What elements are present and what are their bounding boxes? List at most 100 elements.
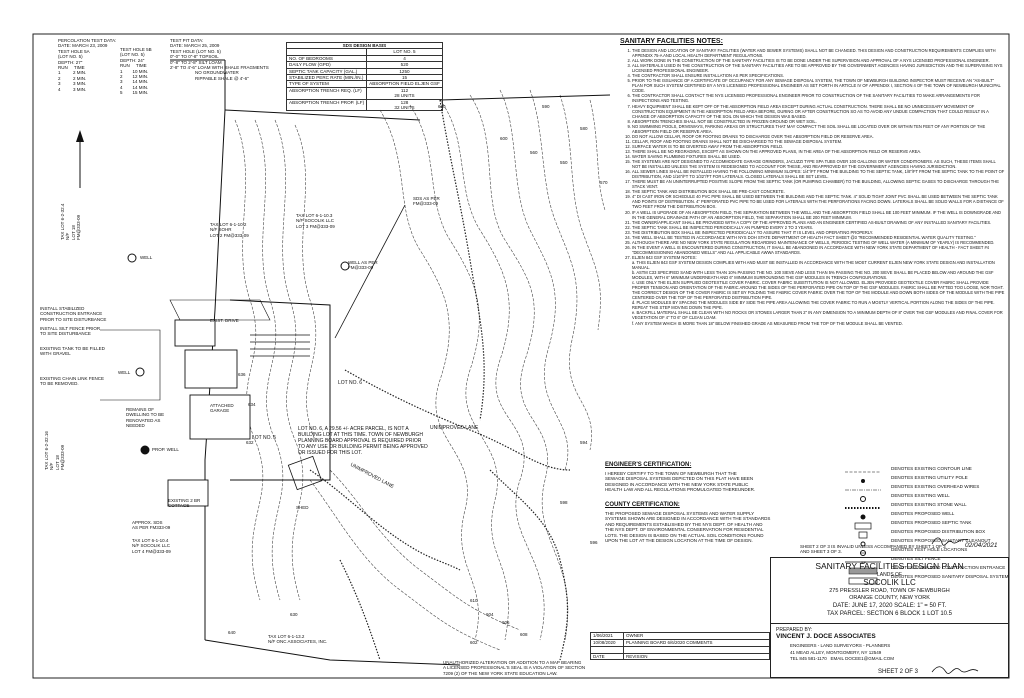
elevation-label: 610 — [470, 598, 478, 603]
sds-row-label: ABSORPTION TRENCH PROP. (LF) — [285, 98, 368, 112]
signature-image — [931, 537, 969, 546]
legend-label: DENOTES PROPOSED SANITARY DISPOSAL SYSTE… — [891, 574, 1009, 579]
elevation-label: 596 — [590, 540, 598, 545]
title-block — [770, 557, 1009, 678]
lot-no-5-label: LOT NO. 5 — [252, 435, 277, 441]
shed-label: SHED — [296, 505, 309, 510]
revision-date: 10/08/2020 — [590, 639, 624, 647]
elevation-label: 630 — [290, 612, 298, 617]
prepared-by: PREPARED BY: — [776, 627, 813, 633]
sheet-number: SHEET 2 OF 3 — [878, 669, 918, 675]
legend-label: DENOTES SILT FENCE — [891, 556, 941, 561]
tax-lot-2-label: TAX LOT 6-1-10.3 N/F SOCOLIK LLC LOT 3 F… — [296, 213, 335, 229]
revision-description: PLANNING BOARD 6/6/2020 COMMENTS — [623, 639, 770, 647]
revision-description: OWNER — [623, 632, 770, 640]
legend-label: DENOTES EXISTING OVERHEAD WIRES — [891, 484, 980, 489]
sds-row-label: NO. OF BEDROOMS — [285, 54, 368, 63]
sds-row-value: 1250 — [366, 67, 443, 76]
sds-row-label: STABILIZED PERC RATE (MIN./IN.) — [285, 73, 368, 82]
exist-drive-label: EXIST. DRIVE — [210, 318, 239, 323]
elevation-label: 570 — [600, 180, 608, 185]
note-item: ABSORPTION TRENCHES SHALL NOT BE CONSTRU… — [632, 119, 1005, 124]
note-item: IF A WELL IS UPGRADE OF AN ABSORPTION FI… — [632, 210, 1005, 220]
install-entrance-note: INSTALL STABILIZED CONSTRUCTION ENTRANCE… — [40, 306, 107, 322]
well-as-per-label: WELL AS PER FM@333-09 — [348, 260, 378, 271]
note-item: PRIOR TO THE ISSUANCE OF A CERTIFICATE O… — [632, 78, 1005, 93]
title-block-divider — [770, 623, 1009, 624]
unimproved-lane-label-1: UNIMPROVED LANE — [430, 425, 479, 431]
notes-list: THE DESIGN AND LOCATION OF SANITARY FACI… — [620, 48, 1005, 326]
sds-row-label: TYPE OF SYSTEM — [285, 80, 368, 88]
install-silt-note: INSTALL SILT FENCE PRIOR TO SITE DISTURB… — [40, 326, 101, 337]
perc-test-data-b: TEST HOLE 5B (LOT NO. 5) DEPTH: 24" RUN … — [120, 47, 152, 96]
sds-row-label: SEPTIC TANK CAPACITY (GAL.) — [285, 67, 368, 76]
sds-row-label: DAILY FLOW (GPD) — [285, 61, 368, 69]
note-item: THERE SHALL BE NO REGRADING, EXCEPT AS S… — [632, 149, 1005, 154]
note-item: THE DISTRIBUTION BOX SHALL BE INSPECTED … — [632, 230, 1005, 235]
note-item: THERE MUST BE AN UNINTERRUPTED POSITIVE … — [632, 179, 1005, 189]
well-label-1: WELL — [140, 255, 153, 260]
tax-lot-4-label: TAX LOT 6-1-13.2 N/F ONC ASSOCIATES, INC… — [268, 634, 328, 645]
plan-title: SANITARY FACILITIES DESIGN PLAN — [815, 561, 964, 571]
owner-name: SOCOLIK LLC — [863, 578, 916, 587]
remains-dwelling-label: REMAINS OF DWELLING TO BE RENOVATED AS N… — [126, 407, 165, 429]
tax-parcel: TAX PARCEL: SECTION 6 BLOCK 1 LOT 10.5 — [826, 611, 953, 617]
unauthorized-alteration-note: UNAUTHORIZED ALTERATION OR ADDITION TO A… — [443, 660, 586, 676]
elevation-label: 632 — [246, 440, 254, 445]
legend-label: DENOTES PROPOSED DISTRIBUTION BOX — [891, 529, 986, 534]
elevation-label: 598 — [560, 500, 568, 505]
note-item: THE DESIGN AND LOCATION OF SANITARY FACI… — [632, 48, 1005, 58]
legend-label: DENOTES PROPOSED WELL — [891, 511, 955, 516]
note-item: 4" DI CAST IRON OR SCHEDULE 40 PVC PIPE … — [632, 194, 1005, 209]
legend-label: DENOTES STABILIZED CONSTRUCTION ENTRANCE — [891, 565, 1006, 570]
test-pit-data: TEST PIT DATA: DATE: MARCH 25, 2009 TEST… — [170, 38, 269, 81]
note-item: HEAVY EQUIPMENT SHALL BE KEPT OFF OF THE… — [632, 104, 1005, 119]
elevation-label: 600 — [500, 136, 508, 141]
elevation-label: 606 — [502, 620, 510, 625]
note-item: ELJEN 843 GSF SYSTEM NOTES: a. THIS ELJE… — [632, 255, 1005, 326]
sds-table-row: ABSORPTION TRENCH REQ. (LF)112 28 UNITS — [285, 86, 443, 100]
firm-address: 41 MEAD ALLEY, MONTGOMERY, NY 12549 — [790, 650, 882, 655]
engineer-signature — [931, 666, 979, 674]
note-item: SURFACE WATER IS TO BE DIVERTED AWAY FRO… — [632, 144, 1005, 149]
svg-text:SF: SF — [861, 560, 867, 565]
sanitary-facilities-notes: SANITARY FACILITIES NOTES: THE DESIGN AN… — [620, 38, 1005, 452]
perc-test-data-a: PERCOLATION TEST DATA: DATE: MARCH 23, 2… — [58, 38, 117, 92]
legend-label: DENOTES EXISTING UTILITY POLE — [891, 475, 968, 480]
note-item: IN THE EVENT A WELL IS ENCOUNTERED DURIN… — [632, 245, 1005, 255]
elevation-label: 590 — [542, 104, 550, 109]
existing-fence-note: EXISTING CHAIN LINK FENCE TO BE REMOVED. — [40, 376, 105, 387]
elevation-label: 580 — [580, 126, 588, 131]
sds-row-value: 4 — [366, 54, 443, 63]
elevation-label: 608 — [520, 632, 528, 637]
elevation-label: 634 — [248, 402, 256, 407]
legend-label: DENOTES EXISTING STONE WALL — [891, 502, 967, 507]
elevation-label: 636 — [238, 372, 246, 377]
note-item: THE SYSTEMS ARE NOT DESIGNED TO ACCOMMOD… — [632, 159, 1005, 169]
elevation-label: 602 — [470, 640, 478, 645]
county-cert-text: THE PROPOSED SEWAGE DISPOSAL SYSTEMS AND… — [605, 511, 771, 544]
county-cert-title: COUNTY CERTIFICATION: — [605, 502, 680, 508]
note-item: THE CONTRACTOR SHALL ENSURE INSTALLATION… — [632, 73, 1005, 78]
legend-label: DENOTES PROPOSED SEPTIC TANK — [891, 520, 972, 525]
county-line: ORANGE COUNTY, NEW YORK — [849, 595, 930, 601]
firm-subtitle: ENGINEERS - LAND SURVEYORS - PLANNERS — [790, 643, 891, 648]
lot-no-6-label: LOT NO. 6 — [338, 380, 363, 386]
tax-lot-1-label: TAX LOT 6-1-10.2 N/F SOHR LOT 2 FM@333-0… — [210, 222, 249, 238]
note-item: THE SEPTIC TANK SHALL BE INSPECTED PERIO… — [632, 225, 1005, 230]
sds-row-value: ABSORPTION FIELD ELJEN GSF — [366, 80, 443, 88]
elevation-label: 640 — [228, 630, 236, 635]
sds-row-value: 128 32 UNITS — [366, 98, 443, 112]
well-label-2: WELL — [118, 370, 131, 375]
legend-label: DENOTES EXISTING CONTOUR LINE — [891, 466, 972, 471]
prop-well-label: PROP. WELL — [152, 447, 179, 452]
sds-row-value: 15 — [366, 73, 443, 82]
sds-table-row: ABSORPTION TRENCH PROP. (LF)128 32 UNITS — [285, 98, 443, 112]
note-item: ALTHOUGH THERE ARE NO NEW YORK STATE REG… — [632, 240, 1005, 245]
sds-table-row: STABILIZED PERC RATE (MIN./IN.)15 — [285, 73, 443, 82]
note-item: CELLAR, ROOF AND FOOTING DRAINS SHALL NO… — [632, 139, 1005, 144]
existing-cottage-label: EXISTING 2 BR COTTAGE — [168, 498, 201, 509]
